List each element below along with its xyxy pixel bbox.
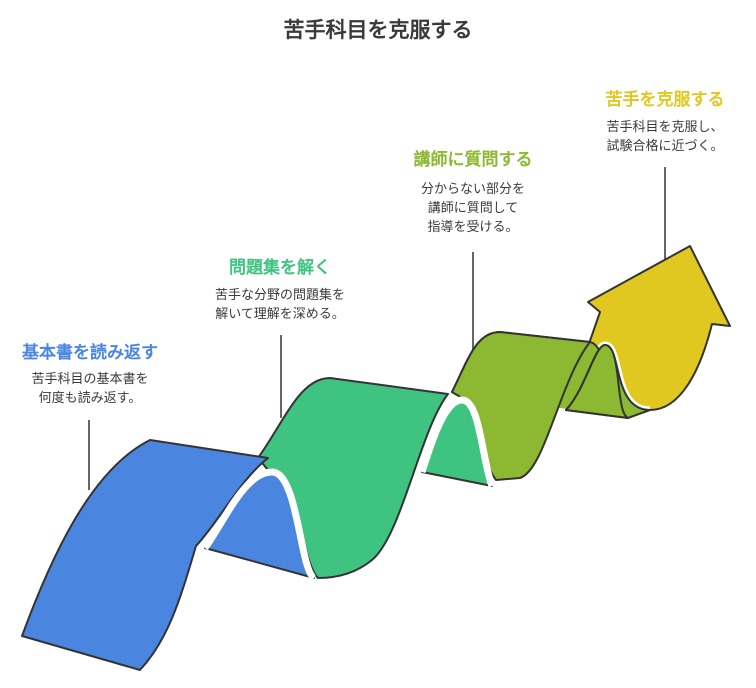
step-4-title: 苦手を克服する (605, 90, 725, 110)
step-2-title: 問題集を解く (229, 258, 331, 278)
step-1-description: 苦手科目の基本書を 何度も読み返す。 (31, 372, 149, 406)
step-1-title: 基本書を読み返す (22, 343, 158, 363)
step-3-band-tail (565, 344, 629, 419)
step-1-band (21, 439, 269, 671)
diagram-title: 苦手科目を克服する (283, 18, 473, 42)
step-4-description: 苦手科目を克服し、 試験合格に近づく。 (606, 120, 724, 154)
step-2-description: 苦手な分野の問題集を 解いて理解を深める。 (214, 288, 345, 322)
step-3-description: 分からない部分を 講師に質問して 指導を受ける。 (420, 182, 525, 235)
step-3-title: 講師に質問する (413, 150, 533, 170)
